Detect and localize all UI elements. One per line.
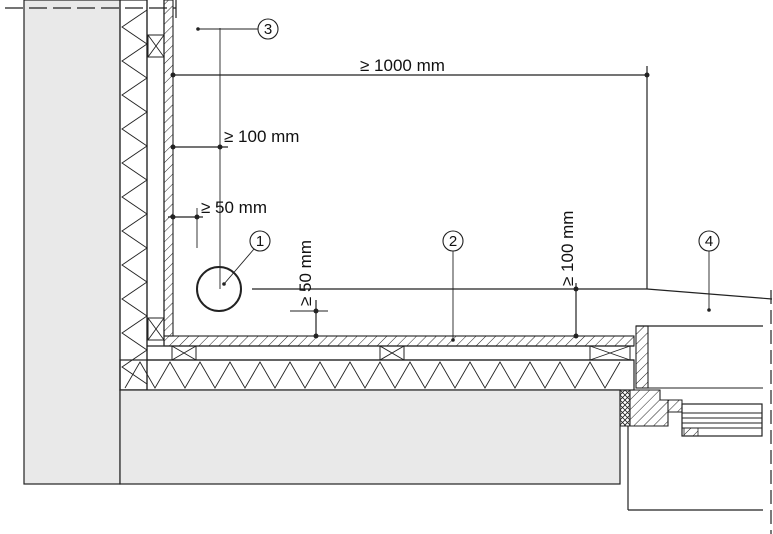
pipe-circle xyxy=(196,266,242,312)
floor-batten-layer xyxy=(147,345,634,361)
floor-board xyxy=(163,335,635,347)
callout-1: 1 xyxy=(222,230,271,286)
wall-insulation xyxy=(119,0,148,391)
dimension-pipe-gap: ≥ 50 mm xyxy=(168,198,267,248)
callout-1-number: 1 xyxy=(256,233,264,250)
callout-4-number: 4 xyxy=(705,233,713,250)
slope-line xyxy=(646,288,773,300)
floor-insulation xyxy=(119,359,635,391)
dimension-wall-gap-label: ≥ 100 mm xyxy=(224,127,299,146)
window-sill-detail xyxy=(619,290,772,534)
dimension-top-width: ≥ 1000 mm xyxy=(170,56,650,290)
top-cut-line xyxy=(5,0,177,18)
callout-3-number: 3 xyxy=(264,21,272,38)
dimension-pipe-gap-label: ≥ 50 mm xyxy=(201,198,267,217)
wall-batten-column xyxy=(146,0,165,390)
wall-board xyxy=(163,0,174,337)
callout-2-number: 2 xyxy=(449,233,457,250)
existing-wall xyxy=(23,0,121,485)
concrete-slab xyxy=(119,389,621,485)
dimension-floor-gap-label: ≥ 50 mm xyxy=(296,240,315,306)
dimension-top-width-label: ≥ 1000 mm xyxy=(360,56,445,75)
callout-3: 3 xyxy=(196,18,279,40)
callout-4: 4 xyxy=(698,230,720,312)
dimension-floor-gap: ≥ 50 mm xyxy=(290,240,328,339)
callout-2: 2 xyxy=(442,230,464,342)
dimension-right-height-label: ≥ 100 mm xyxy=(558,211,577,286)
dimension-right-height: ≥ 100 mm xyxy=(558,211,579,339)
dimension-wall-gap: ≥ 100 mm xyxy=(170,28,299,289)
